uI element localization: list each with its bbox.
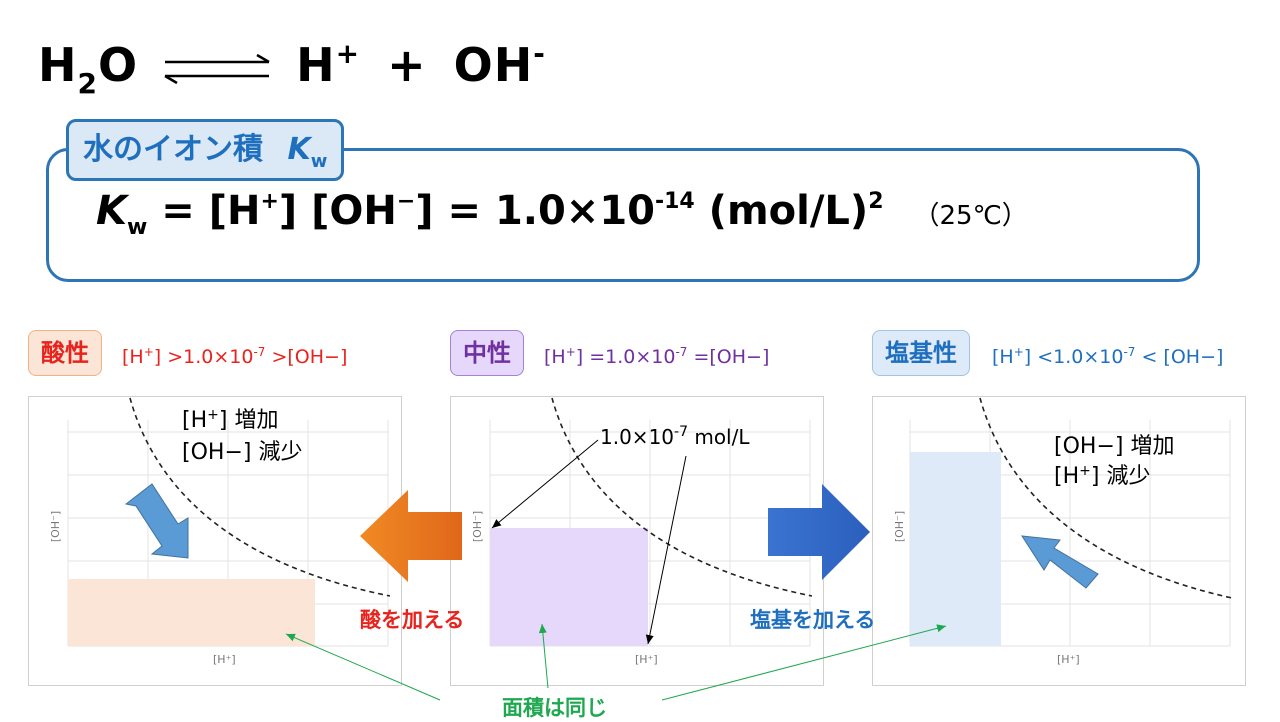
formula-part: ] [OH	[278, 188, 397, 234]
note-part: ] 減少	[1090, 464, 1151, 489]
note-sup: +	[1079, 463, 1091, 479]
add-acid-label: 酸を加える	[360, 608, 465, 632]
cond-part: [H	[544, 346, 566, 368]
reactant-subscript: 2	[77, 67, 98, 100]
formula-sup: −	[396, 189, 416, 214]
cond-part: < [OH−]	[1135, 346, 1224, 368]
kw-title-sub: w	[310, 151, 328, 172]
add-acid-arrow-icon	[360, 490, 462, 582]
product-h: H	[296, 38, 336, 92]
formula-unit-square: 2	[868, 189, 884, 214]
neutral-concentration-label: 1.0×10-7 mol/L	[600, 422, 750, 455]
acidic-note: [H+] 増加 [OH−] 減少	[182, 406, 302, 468]
note-sup: -7	[674, 424, 688, 440]
formula-sup: +	[260, 189, 279, 214]
formula-exponent: -14	[654, 189, 695, 214]
formula-unit: (mol/L)	[694, 188, 869, 234]
cond-sup: -7	[253, 345, 266, 359]
area-pointer-basic	[661, 624, 947, 701]
kw-title-symbol: K	[287, 132, 311, 167]
ion-product-title: 水のイオン積 Kw	[66, 119, 345, 181]
reactant-h: H	[38, 38, 78, 92]
ion-product-formula: Kw = [H+] [OH−] = 1.0×10-14 (mol/L)2 （25℃…	[96, 188, 1028, 240]
plus-sign: +	[387, 38, 427, 92]
note-sup: +	[207, 407, 219, 423]
pointer-line-y	[491, 439, 599, 529]
cond-part: [H	[122, 346, 144, 368]
acidic-area-rect	[68, 579, 315, 646]
formula-part: ] = 1.0×10	[415, 188, 655, 234]
kw-symbol: K	[96, 188, 127, 234]
acidic-note-line2: [OH−] 減少	[182, 440, 303, 465]
neutral-kw-curve	[551, 397, 813, 597]
formula-part: = [H	[147, 188, 261, 234]
acidic-x-axis-label: [H⁺]	[213, 653, 236, 666]
basic-y-axis-label: [OH⁻]	[893, 510, 907, 543]
cond-part: ] =1.0×10	[575, 346, 676, 368]
note-part: [H	[1054, 464, 1080, 489]
note-part: ] 増加	[218, 408, 279, 433]
temperature-note: （25℃）	[913, 201, 1028, 231]
neutral-tag: 中性	[450, 330, 524, 376]
product-oh: OH	[453, 38, 534, 92]
basic-shift-arrow-icon	[1021, 535, 1099, 589]
acidic-shift-arrow-icon	[124, 483, 189, 559]
cond-sup: +	[143, 345, 154, 359]
note-part: 1.0×10	[600, 425, 675, 449]
product-h-charge: +	[335, 37, 361, 70]
product-oh-charge: -	[533, 37, 546, 70]
acidic-kw-curve	[129, 397, 391, 597]
neutral-x-axis-label: [H⁺]	[635, 653, 658, 666]
acidic-y-axis-label: [OH⁻]	[49, 510, 63, 543]
note-part: mol/L	[687, 425, 750, 449]
pointer-line-x	[645, 455, 687, 645]
area-pointer-neutral	[538, 623, 549, 689]
equilibrium-arrows-icon	[164, 53, 270, 84]
ion-product-box	[46, 148, 1200, 282]
ion-product-title-text: 水のイオン積	[83, 132, 263, 167]
cond-sup: +	[1013, 345, 1024, 359]
same-area-label: 面積は同じ	[502, 696, 607, 720]
basic-note: [OH−] 増加 [H+] 減少	[1054, 432, 1174, 494]
cond-sup: +	[565, 345, 576, 359]
cond-part: [H	[992, 346, 1014, 368]
area-pointer-acidic	[285, 633, 441, 701]
dissociation-equation: H2O H+ + OH-	[38, 37, 546, 100]
neutral-y-axis-label: [OH⁻]	[471, 510, 485, 543]
cond-sup: -7	[1123, 345, 1136, 359]
cond-sup: -7	[675, 345, 688, 359]
basic-kw-curve	[979, 397, 1233, 599]
basic-area-rect	[910, 452, 1001, 646]
cond-part: ] >1.0×10	[153, 346, 254, 368]
note-part: [H	[182, 408, 208, 433]
kw-symbol-sub: w	[127, 215, 148, 240]
acidic-tag: 酸性	[28, 330, 102, 376]
basic-x-axis-label: [H⁺]	[1057, 653, 1080, 666]
neutral-area-rect	[490, 528, 648, 646]
basic-note-line1: [OH−] 増加	[1054, 434, 1175, 459]
cond-part: ] <1.0×10	[1023, 346, 1124, 368]
acidic-condition: [H+] >1.0×10-7 >[OH−]	[122, 345, 348, 368]
add-base-arrow-icon	[768, 484, 870, 580]
reactant-o: O	[97, 38, 139, 92]
cond-part: =[OH−]	[687, 346, 770, 368]
basic-condition: [H+] <1.0×10-7 < [OH−]	[992, 345, 1224, 368]
neutral-condition: [H+] =1.0×10-7 =[OH−]	[544, 345, 770, 368]
cond-part: >[OH−]	[265, 346, 348, 368]
basic-tag: 塩基性	[872, 330, 970, 376]
add-base-label: 塩基を加える	[750, 608, 876, 632]
